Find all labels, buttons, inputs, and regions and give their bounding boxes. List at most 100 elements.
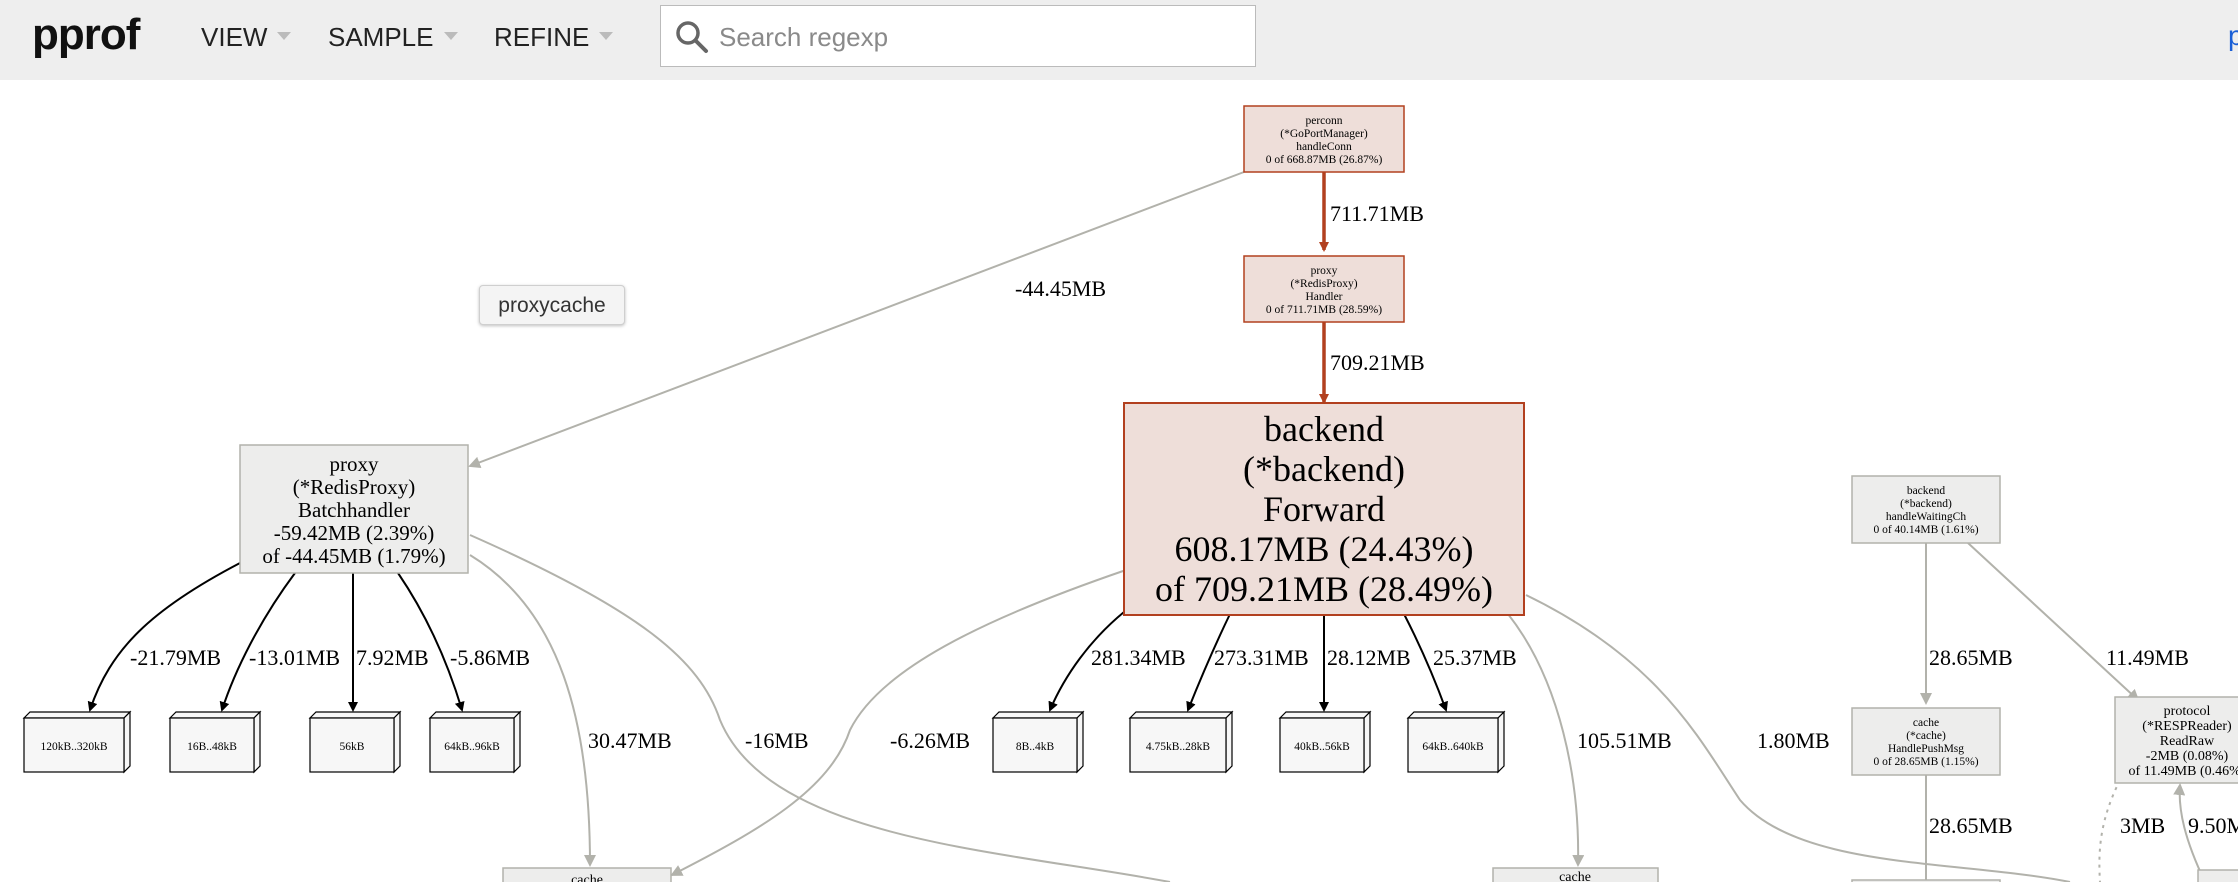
edge-label: 28.65MB <box>1929 813 2013 838</box>
node-label: 0 of 40.14MB (1.61%) <box>1873 524 1978 536</box>
edge-label: -6.26MB <box>890 728 970 753</box>
node-label: protocol <box>2164 704 2211 719</box>
edge-label: -5.86MB <box>450 645 530 670</box>
search-icon <box>676 21 708 53</box>
sample-menu-label: SAMPLE <box>328 22 434 52</box>
edge-label: 3MB <box>2120 813 2165 838</box>
pprof-logo: pprof <box>32 10 140 59</box>
size-box-6[interactable]: 4.75kB..28kB <box>1128 710 1234 774</box>
edge-fwd-left[interactable] <box>670 569 1127 876</box>
size-box-2[interactable]: 16B..48kB <box>168 710 262 774</box>
chevron-down-icon <box>443 32 458 41</box>
refine-menu[interactable]: REFINE <box>494 22 614 53</box>
top-right-link[interactable]: p <box>2228 20 2238 51</box>
node-label: backend <box>1907 485 1946 497</box>
node-label: -2MB (0.08%) <box>2146 749 2229 764</box>
node-backend-forward[interactable]: backend (*backend) Forward 608.17MB (24.… <box>1123 402 1525 616</box>
search-input[interactable] <box>717 16 1241 58</box>
chevron-down-icon <box>599 32 614 41</box>
node-label: of -44.45MB (1.79%) <box>262 544 445 568</box>
size-box-1[interactable]: 120kB..320kB <box>22 710 132 774</box>
node-label: (*RedisProxy) <box>1290 278 1357 290</box>
edge-batch-b4[interactable] <box>397 572 465 712</box>
edge-fwd-b6[interactable] <box>1186 613 1231 712</box>
node-proxy-handler[interactable]: proxy (*RedisProxy) Handler 0 of 711.71M… <box>1243 255 1405 323</box>
edge-batch-far[interactable] <box>469 534 1171 882</box>
node-label: Batchhandler <box>298 498 410 522</box>
edge-label: -21.79MB <box>130 645 221 670</box>
edge-label: 105.51MB <box>1577 728 1672 753</box>
node-waitingch[interactable]: backend (*backend) handleWaitingCh 0 of … <box>1851 475 2001 544</box>
edge-label: 711.71MB <box>1330 201 1424 226</box>
node-label: (*backend) <box>1243 449 1405 489</box>
refine-menu-label: REFINE <box>494 22 590 52</box>
edges <box>87 171 2206 882</box>
node-label: Handler <box>1305 291 1342 303</box>
node-label: handleConn <box>1296 141 1352 153</box>
edge-wait-read[interactable] <box>1967 542 2140 702</box>
node-label: (*GoPortManager) <box>1280 128 1368 140</box>
node-label: (*RESPReader) <box>2142 719 2232 734</box>
node-label: proxy <box>1311 265 1338 277</box>
node-far-right-partial[interactable] <box>2197 869 2238 882</box>
edge-label: 28.65MB <box>1929 645 2013 670</box>
node-bottom-left[interactable]: cache <box>502 867 672 882</box>
view-menu[interactable]: VIEW <box>201 22 292 53</box>
size-box-label: 40kB..56kB <box>1294 741 1350 753</box>
node-label: ReadRaw <box>2160 734 2215 749</box>
package-badge: proxycache <box>479 285 625 325</box>
edge-batch-b1[interactable] <box>87 562 241 712</box>
size-box-label: 8B..4kB <box>1016 741 1055 753</box>
edge-label: -44.45MB <box>1015 276 1106 301</box>
edge-label: 28.12MB <box>1327 645 1411 670</box>
edge-fwd-right[interactable] <box>1525 594 2071 882</box>
node-batchhandler[interactable]: proxy (*RedisProxy) Batchhandler -59.42M… <box>239 444 469 574</box>
node-label: 0 of 28.65MB (1.15%) <box>1873 756 1978 768</box>
size-box-label: 4.75kB..28kB <box>1146 741 1211 753</box>
edge-label: -13.01MB <box>249 645 340 670</box>
edge-label: 709.21MB <box>1330 350 1425 375</box>
size-box-label: 120kB..320kB <box>40 741 107 753</box>
node-label: perconn <box>1305 115 1342 127</box>
node-readraw[interactable]: protocol (*RESPReader) ReadRaw -2MB (0.0… <box>2114 696 2238 784</box>
sample-menu[interactable]: SAMPLE <box>328 22 458 53</box>
edge-read-3mb[interactable] <box>2098 779 2121 882</box>
size-box-7[interactable]: 40kB..56kB <box>1278 710 1372 774</box>
node-bottom-mid[interactable]: cache <box>1492 867 1659 882</box>
size-box-5[interactable]: 8B..4kB <box>991 710 1085 774</box>
node-label: of 709.21MB (28.49%) <box>1155 569 1493 609</box>
node-label: 608.17MB (24.43%) <box>1175 529 1474 569</box>
node-label: cache <box>1559 870 1591 882</box>
edge-perconn-batch[interactable] <box>468 171 1245 469</box>
size-box-3[interactable]: 56kB <box>308 710 402 774</box>
edge-label: 9.50MB <box>2188 813 2238 838</box>
edge-batch-b2[interactable] <box>219 572 296 712</box>
call-graph: 711.71MB 709.21MB -44.45MB -21.79MB -13.… <box>22 105 2238 882</box>
node-perconn[interactable]: perconn (*GoPortManager) handleConn 0 of… <box>1243 105 1405 173</box>
node-label: -59.42MB (2.39%) <box>274 521 434 545</box>
edge-label: 281.34MB <box>1091 645 1186 670</box>
size-box-label: 64kB..640kB <box>1422 741 1484 753</box>
node-label: (*cache) <box>1906 730 1946 742</box>
edge-read-950[interactable] <box>2173 783 2206 882</box>
edge-fwd-b8[interactable] <box>1403 613 1448 712</box>
size-box-4[interactable]: 64kB..96kB <box>428 710 522 774</box>
node-label: Forward <box>1263 489 1385 529</box>
node-bottom-right-partial[interactable] <box>1851 879 2001 882</box>
edge-label: 1.80MB <box>1757 728 1830 753</box>
size-box-8[interactable]: 64kB..640kB <box>1406 710 1506 774</box>
edge-fwd-b5[interactable] <box>1048 611 1125 712</box>
size-box-label: 56kB <box>340 741 365 753</box>
node-label: HandlePushMsg <box>1888 743 1964 755</box>
node-pushmsg[interactable]: cache (*cache) HandlePushMsg 0 of 28.65M… <box>1851 707 2001 776</box>
chevron-down-icon <box>277 32 292 41</box>
node-label: cache <box>571 873 603 882</box>
edge-label: 273.31MB <box>1214 645 1309 670</box>
edge-batch-cache[interactable] <box>469 554 596 867</box>
size-box-label: 16B..48kB <box>187 741 237 753</box>
edge-label: 30.47MB <box>588 728 672 753</box>
edge-fwd-cache[interactable] <box>1507 613 1585 867</box>
node-label: (*backend) <box>1900 498 1952 510</box>
edge-label: 25.37MB <box>1433 645 1517 670</box>
node-label: (*RedisProxy) <box>293 475 416 499</box>
